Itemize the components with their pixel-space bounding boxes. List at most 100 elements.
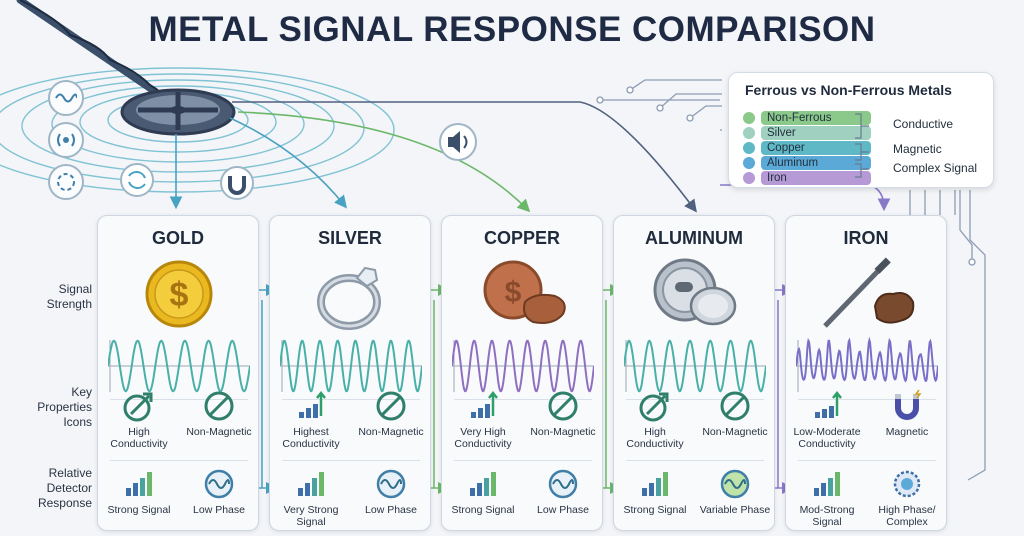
divider xyxy=(626,399,764,400)
divider xyxy=(110,399,248,400)
phase-icon xyxy=(180,466,258,502)
phase-label: Variable Phase xyxy=(699,504,771,516)
circuit-nodes xyxy=(596,86,976,266)
phase-icon xyxy=(352,466,430,502)
phase-label: Low Phase xyxy=(365,504,417,516)
legend-item: Silver xyxy=(743,126,871,140)
speaker-icon xyxy=(439,123,477,161)
metal-name: GOLD xyxy=(152,228,204,248)
signal-bars-icon xyxy=(272,466,350,502)
divider xyxy=(282,460,420,461)
phase-label: Low Phase xyxy=(193,504,245,516)
magnet-icon xyxy=(220,166,254,200)
conductivity-property: Very High Conductivity xyxy=(444,388,522,450)
signal-label: Strong Signal xyxy=(623,504,687,516)
metal-name: ALUMINUM xyxy=(645,228,743,248)
metal-card-copper: COPPER $ Very High Conductivity Non-Magneti… xyxy=(441,215,603,531)
signal-response: Strong Signal xyxy=(444,466,522,516)
legend-dot xyxy=(743,172,755,184)
signal-bars-icon xyxy=(444,466,522,502)
conductivity-property: Low-Moderate Conductivity xyxy=(788,388,866,450)
magnetism-property: Non-Magnetic xyxy=(352,388,430,438)
conductivity-label: Highest Conductivity xyxy=(282,426,340,450)
legend-group-conductive: Conductive xyxy=(893,117,954,131)
conductivity-icon xyxy=(444,388,522,424)
legend-item: Copper xyxy=(743,141,871,155)
magnetism-label: Non-Magnetic xyxy=(186,426,252,438)
signal-bars-icon xyxy=(616,466,694,502)
legend-group-magnetic: Magnetic xyxy=(893,142,942,156)
phase-label: Low Phase xyxy=(537,504,589,516)
legend-dot xyxy=(743,157,755,169)
divider xyxy=(626,460,764,461)
legend-dot xyxy=(743,127,755,139)
row-label-response: Relative Detector Response xyxy=(37,466,92,510)
circuit-traces xyxy=(600,79,986,481)
signal-waveform xyxy=(279,336,423,396)
signal-label: Strong Signal xyxy=(107,504,171,516)
phase-icon xyxy=(696,466,774,502)
row-label-properties: Key Properties Icons xyxy=(37,385,92,429)
legend-item-label: Non-Ferrous xyxy=(761,111,871,125)
conductivity-label: Low-Moderate Conductivity xyxy=(793,426,861,450)
conductivity-label: High Conductivity xyxy=(110,426,168,450)
svg-text:$: $ xyxy=(170,276,189,314)
phase-response: Low Phase xyxy=(180,466,258,516)
divider xyxy=(454,460,592,461)
legend-title: Ferrous vs Non-Ferrous Metals xyxy=(745,82,952,98)
svg-text:$: $ xyxy=(505,276,522,309)
row-label-signal: Signal Strength xyxy=(46,282,92,311)
detector-shaft xyxy=(16,0,174,106)
legend-item: Iron xyxy=(743,171,871,185)
aluminum-illustration xyxy=(645,256,745,332)
signal-label: Mod-Strong Signal xyxy=(799,504,855,528)
conductivity-label: High Conductivity xyxy=(626,426,684,450)
signal-waveform xyxy=(451,336,595,396)
magnetism-property: Non-Magnetic xyxy=(696,388,774,438)
signal-label: Strong Signal xyxy=(451,504,515,516)
magnetism-label: Non-Magnetic xyxy=(530,426,596,438)
metal-name: IRON xyxy=(843,228,889,248)
phase-icon xyxy=(868,466,946,502)
legend-brackets xyxy=(855,113,869,178)
phase-response: High Phase/ Complex xyxy=(868,466,946,528)
phase-response: Variable Phase xyxy=(696,466,774,516)
divider xyxy=(454,399,592,400)
signal-bars-icon xyxy=(100,466,178,502)
legend-item-label: Copper xyxy=(761,141,871,155)
conductivity-icon xyxy=(616,388,694,424)
conductivity-property: High Conductivity xyxy=(100,388,178,450)
phase-response: Low Phase xyxy=(352,466,430,516)
signal-response: Strong Signal xyxy=(100,466,178,516)
metal-name: SILVER xyxy=(318,228,382,248)
magnetism-property: Magnetic xyxy=(868,388,946,438)
legend-item-label: Iron xyxy=(761,171,871,185)
conductivity-label: Very High Conductivity xyxy=(454,426,512,450)
phase-response: Low Phase xyxy=(524,466,602,516)
signal-waveform xyxy=(623,336,767,396)
magnetism-label: Non-Magnetic xyxy=(702,426,768,438)
legend-item-label: Silver xyxy=(761,126,871,140)
signal-response: Mod-Strong Signal xyxy=(788,466,866,528)
divider xyxy=(798,399,936,400)
non-magnetic-icon xyxy=(180,388,258,424)
signal-response: Strong Signal xyxy=(616,466,694,516)
signal-bars-icon xyxy=(788,466,866,502)
legend-item-label: Aluminum xyxy=(761,156,871,170)
signal-response: Very Strong Signal xyxy=(272,466,350,528)
magnetism-property: Non-Magnetic xyxy=(180,388,258,438)
conductivity-property: Highest Conductivity xyxy=(272,388,350,450)
signal-waveform xyxy=(107,336,251,396)
ferrous-legend: Ferrous vs Non-Ferrous Metals Non-Ferrou… xyxy=(728,72,994,188)
field-ring-icon xyxy=(48,164,84,200)
metal-name: COPPER xyxy=(483,228,561,248)
broadcast-icon xyxy=(48,122,84,158)
magnetism-label: Non-Magnetic xyxy=(358,426,424,438)
search-coil xyxy=(120,88,236,136)
divider xyxy=(798,460,936,461)
signal-waveform xyxy=(795,336,939,396)
iron-illustration xyxy=(817,256,917,332)
